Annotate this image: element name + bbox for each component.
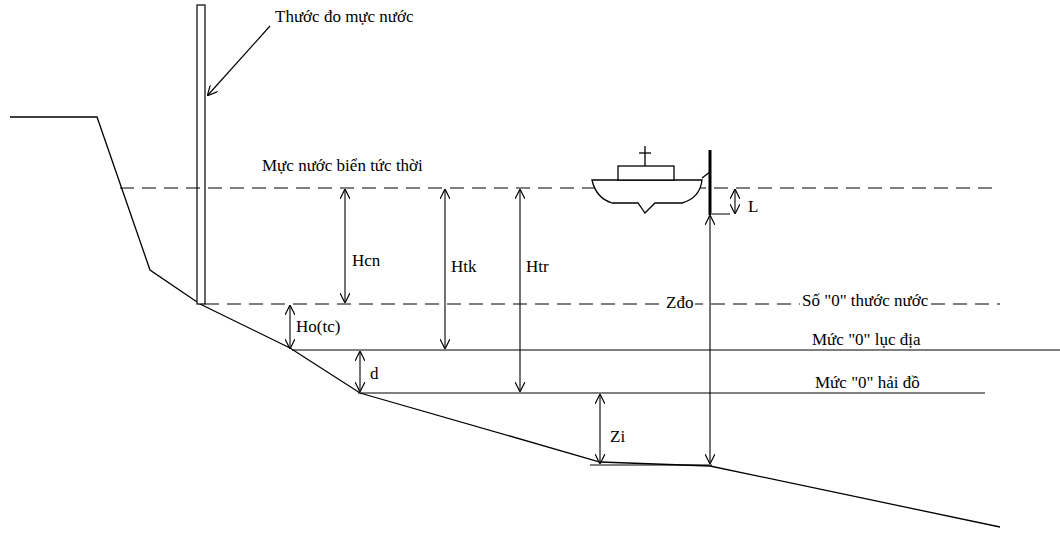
water-gauge	[197, 5, 205, 304]
depth-base-line	[590, 464, 712, 465]
level-caption: Mức "0" hải đồ	[815, 374, 920, 393]
dimension-arrows	[290, 190, 735, 463]
dimension-label: Zđo	[664, 294, 695, 313]
level-caption: Mực nước biển tức thời	[262, 157, 423, 176]
dimension-label: Htr	[526, 258, 549, 277]
level-caption: Số "0" thước nước	[800, 292, 930, 311]
dimension-label: Ho(tc)	[296, 318, 340, 337]
leader-line	[208, 26, 270, 95]
land-zero-line	[292, 349, 1060, 350]
dimension-label: Zi	[610, 428, 625, 447]
seabed-profile	[10, 117, 1000, 527]
instant-sea-level	[120, 188, 1000, 189]
gauge-caption: Thước đo mực nước	[275, 8, 414, 27]
dimension-label: Htk	[451, 258, 477, 277]
dimension-label: d	[370, 365, 379, 384]
level-caption: Mức "0" lục địa	[812, 331, 921, 350]
dimension-label: Hcn	[352, 252, 380, 271]
dimension-label: L	[748, 198, 758, 217]
chart-zero-line	[358, 392, 985, 393]
survey-ship	[592, 146, 710, 215]
